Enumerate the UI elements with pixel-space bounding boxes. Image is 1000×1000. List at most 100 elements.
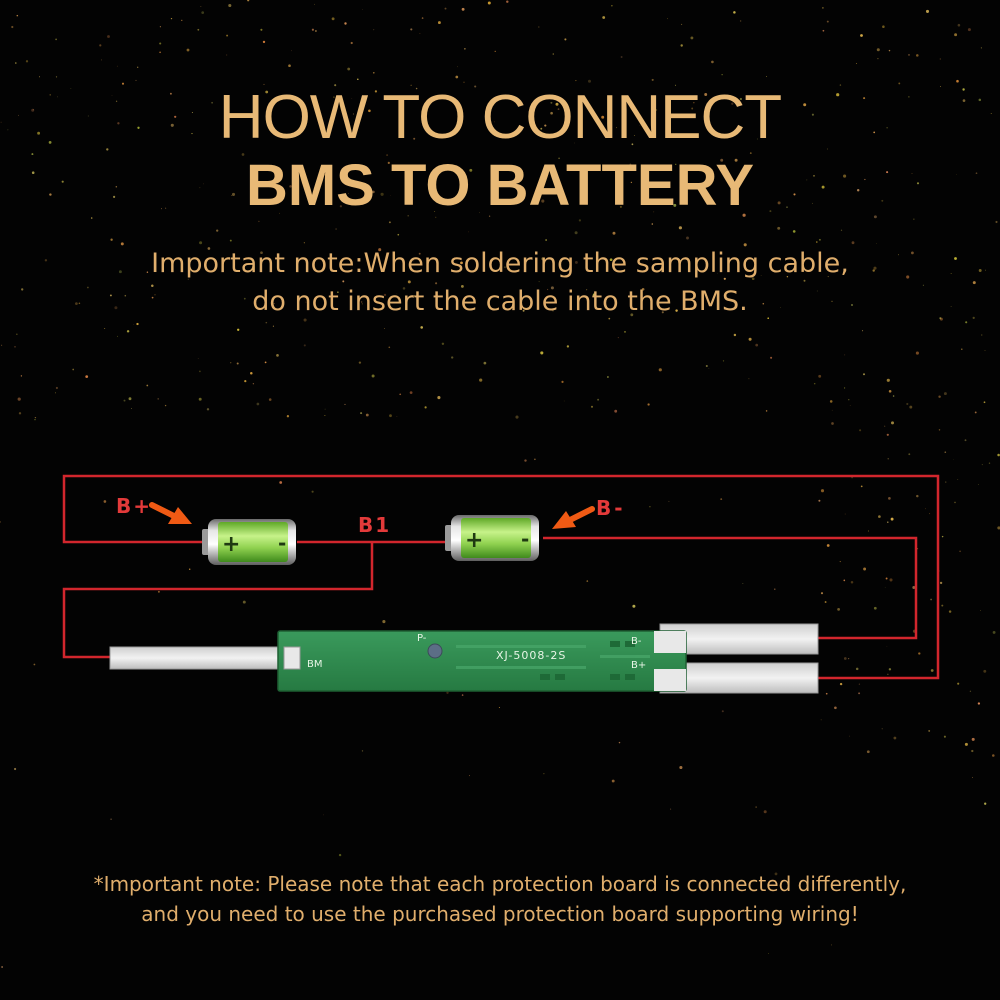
- sparkle-dot: [820, 719, 822, 721]
- top-note-line1: Important note:When soldering the sampli…: [151, 248, 849, 279]
- sparkle-dot: [541, 257, 545, 261]
- sparkle-dot: [540, 351, 544, 355]
- sparkle-dot: [16, 14, 19, 17]
- sparkle-dot: [347, 192, 349, 194]
- sparkle-dot: [962, 99, 966, 102]
- battery-cell-1: + -: [202, 519, 296, 565]
- sparkle-dot: [187, 278, 189, 280]
- sparkle-dot: [337, 291, 339, 293]
- sparkle-dot: [441, 342, 445, 346]
- sparkle-dot: [948, 610, 952, 613]
- sparkle-dot: [78, 302, 81, 305]
- sparkle-dot: [18, 114, 19, 116]
- sparkle-dot: [704, 93, 708, 96]
- sparkle-dot: [913, 218, 915, 220]
- sparkle-dot: [813, 175, 815, 177]
- sparkle-dot: [954, 501, 956, 504]
- sparkle-dot: [314, 30, 317, 32]
- pad-p-minus-solder: [427, 643, 443, 659]
- sparkle-dot: [268, 398, 272, 401]
- sparkle-dot: [818, 499, 821, 502]
- sparkle-dot: [118, 270, 122, 274]
- sparkle-dot: [543, 773, 545, 775]
- sparkle-dot: [85, 375, 89, 378]
- sparkle-dot: [888, 668, 892, 671]
- sparkle-dot: [915, 351, 919, 355]
- sparkle-dot: [918, 652, 921, 655]
- sparkle-dot: [670, 808, 672, 810]
- sparkle-dot: [371, 374, 375, 378]
- sparkle-dot: [837, 608, 840, 611]
- sparkle-dot: [360, 412, 363, 415]
- sparkle-dot: [826, 544, 830, 547]
- sparkle-dot: [884, 425, 886, 427]
- sparkle-dot: [191, 111, 193, 114]
- sparkle-dot: [199, 187, 201, 189]
- sparkle-dot: [956, 79, 959, 83]
- sparkle-dot: [561, 380, 564, 383]
- sparkle-dot: [779, 306, 781, 308]
- sparkle-dot: [174, 115, 177, 118]
- sparkle-dot: [578, 219, 582, 222]
- sparkle-dot: [786, 206, 788, 208]
- sparkle-dot: [131, 408, 132, 409]
- sparkle-dot: [616, 127, 618, 129]
- sparkle-dot: [57, 96, 58, 98]
- sparkle-dot: [25, 60, 29, 63]
- sparkle-dot: [739, 20, 742, 22]
- sparkle-dot: [831, 300, 833, 303]
- sparkle-dot: [941, 535, 944, 538]
- sparkle-dot: [978, 98, 982, 102]
- sparkle-dot: [359, 118, 361, 120]
- sparkle-dot: [362, 9, 363, 10]
- sparkle-dot: [768, 953, 769, 955]
- sparkle-dot: [889, 578, 893, 582]
- sparkle-dot: [347, 67, 351, 71]
- sparkle-dot: [70, 88, 72, 89]
- sparkle-dot: [631, 143, 634, 146]
- sparkle-dot: [774, 872, 778, 876]
- sparkle-dot: [981, 464, 983, 466]
- sparkle-dot: [75, 302, 78, 305]
- sparkle-dot: [961, 348, 963, 350]
- sparkle-dot: [44, 259, 48, 262]
- sparkle-dot: [457, 66, 459, 68]
- sparkle-dot: [544, 124, 547, 127]
- sparkle-dot: [954, 257, 957, 260]
- sparkle-dot: [413, 137, 416, 140]
- sparkle-dot: [388, 221, 391, 224]
- sparkle-dot: [552, 310, 554, 312]
- sparkle-dot: [387, 161, 390, 165]
- sparkle-dot: [109, 294, 112, 297]
- sparkle-dot: [303, 318, 307, 322]
- sparkle-dot: [266, 183, 270, 186]
- sparkle-dot: [872, 269, 875, 272]
- sparkle-dot: [909, 405, 913, 409]
- board-pad-b-minus-label: B-: [631, 636, 642, 647]
- sparkle-dot: [124, 294, 127, 297]
- sparkle-dot: [258, 220, 260, 223]
- sparkle-dot: [435, 282, 438, 285]
- sparkle-dot: [110, 818, 112, 821]
- sparkle-dot: [211, 101, 213, 104]
- sparkle-dot: [358, 361, 362, 364]
- sparkle-dot: [938, 395, 941, 398]
- sparkle-dot: [873, 266, 877, 270]
- sparkle-dot: [925, 508, 926, 510]
- top-note-line2: do not insert the cable into the BMS.: [252, 286, 748, 317]
- sparkle-dot: [675, 309, 678, 312]
- sparkle-dot: [943, 392, 947, 396]
- sparkle-dot: [821, 185, 825, 189]
- sparkle-dot: [0, 121, 2, 123]
- sparkle-dot: [834, 706, 837, 710]
- sparkle-dot: [360, 301, 363, 303]
- sparkle-dot: [106, 148, 109, 151]
- sparkle-dot: [243, 297, 246, 300]
- sparkle-dot: [116, 65, 118, 67]
- sparkle-dot: [350, 41, 353, 45]
- sparkle-dot: [884, 586, 886, 588]
- sparkle-dot: [734, 158, 738, 162]
- sparkle-dot: [731, 102, 734, 105]
- sparkle-dot: [1, 966, 3, 968]
- sparkle-dot: [226, 54, 228, 56]
